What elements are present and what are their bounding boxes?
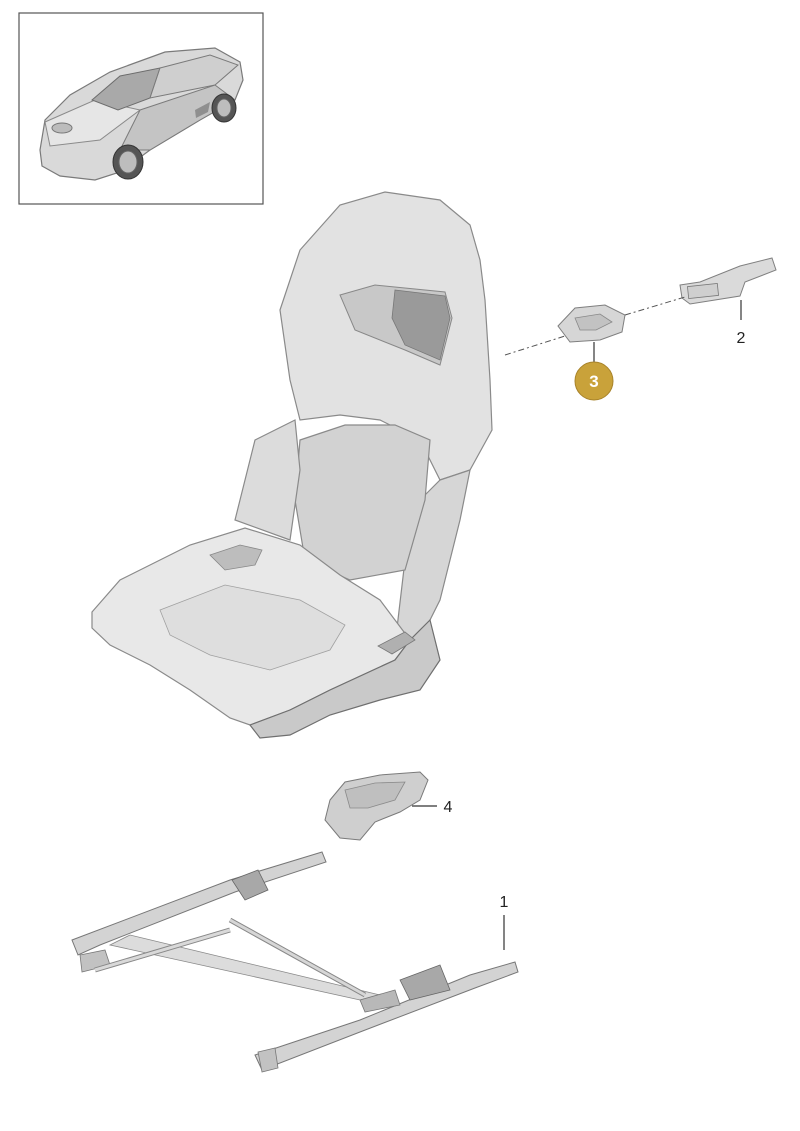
car-overview-inset — [18, 12, 264, 205]
sports-seat-icon — [91, 191, 493, 739]
release-strap-icon — [679, 257, 777, 305]
callout-label-1: 1 — [500, 894, 509, 911]
callout-label-4: 4 — [444, 799, 453, 816]
side-trim-panel-icon — [324, 771, 429, 841]
callout-label-3: 3 — [589, 372, 598, 391]
trim-cover-icon — [557, 304, 626, 343]
callout-badge-3[interactable]: 3 — [574, 361, 614, 401]
seat-rail-frame-icon — [71, 851, 519, 1073]
assembly-dash-line — [504, 296, 686, 356]
callout-label-2: 2 — [737, 330, 746, 347]
car-overview-icon — [39, 47, 244, 181]
